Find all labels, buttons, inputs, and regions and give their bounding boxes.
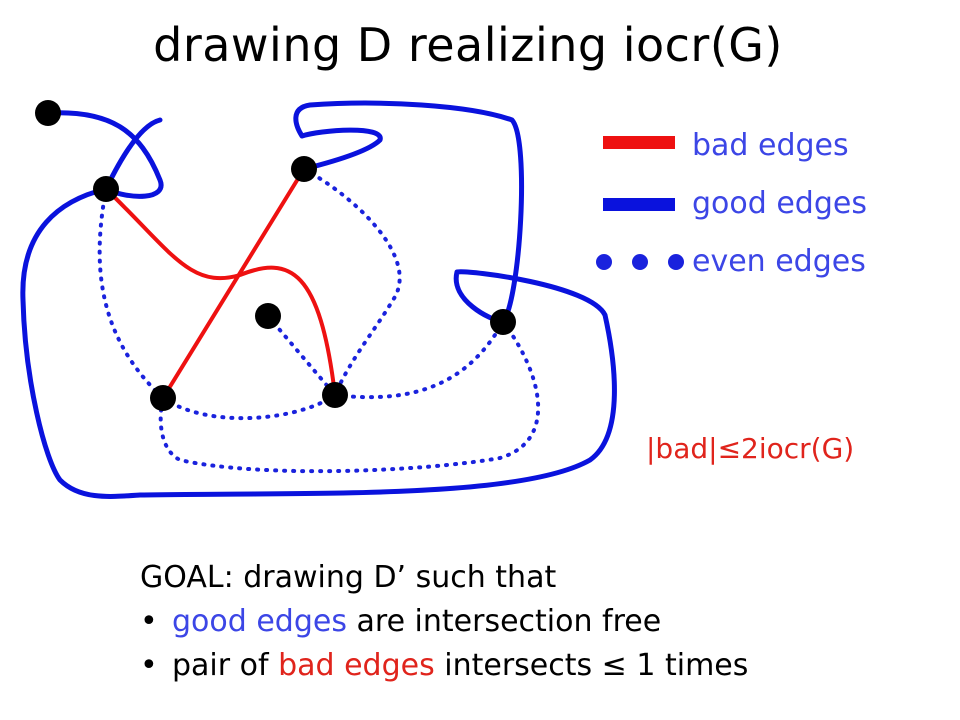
- even-edge: [158, 320, 541, 474]
- legend-even-label: even edges: [692, 244, 866, 279]
- bad-edges-highlight: bad edges: [278, 648, 435, 683]
- legend-bad-label: bad edges: [692, 128, 849, 163]
- bad-edge-bound: |bad|≤2iocr(G): [646, 432, 855, 465]
- good-edge: [293, 100, 525, 325]
- goal-item-good: • good edges are intersection free: [140, 600, 748, 644]
- vertex: [291, 156, 317, 182]
- vertex: [255, 303, 281, 329]
- legend-bad-swatch: [603, 136, 675, 149]
- goal-item-text: are intersection free: [346, 604, 662, 639]
- legend-even-dot: [596, 254, 612, 270]
- bad-edge: [161, 167, 306, 400]
- good-edges-highlight: good edges: [172, 604, 347, 639]
- bad-edge: [104, 187, 337, 397]
- bullet: •: [140, 604, 158, 639]
- even-edge: [161, 393, 337, 421]
- goal-item-text: intersects ≤ 1 times: [434, 648, 749, 683]
- goal-item-bad: • pair of bad edges intersects ≤ 1 times: [140, 644, 748, 688]
- even-edge: [302, 167, 402, 397]
- good-edge: [103, 117, 163, 192]
- good-edge: [20, 186, 617, 499]
- vertex: [150, 385, 176, 411]
- good-edge: [45, 110, 164, 199]
- goal-item-text: pair of: [172, 648, 279, 683]
- vertex: [35, 100, 61, 126]
- vertex: [93, 176, 119, 202]
- legend-good-swatch: [603, 198, 675, 211]
- even-edge: [266, 314, 337, 397]
- legend-even-dot: [632, 254, 648, 270]
- even-edge: [333, 320, 505, 400]
- goal-heading: GOAL: drawing D’ such that: [140, 560, 557, 595]
- goal-block: GOAL: drawing D’ such that • good edges a…: [140, 556, 748, 688]
- page-title: drawing D realizing iocr(G): [153, 18, 783, 72]
- legend-even-dot: [668, 254, 684, 270]
- legend-good-label: good edges: [692, 186, 867, 221]
- even-edge: [97, 187, 165, 400]
- bullet: •: [140, 648, 158, 683]
- vertex: [322, 382, 348, 408]
- vertex: [490, 309, 516, 335]
